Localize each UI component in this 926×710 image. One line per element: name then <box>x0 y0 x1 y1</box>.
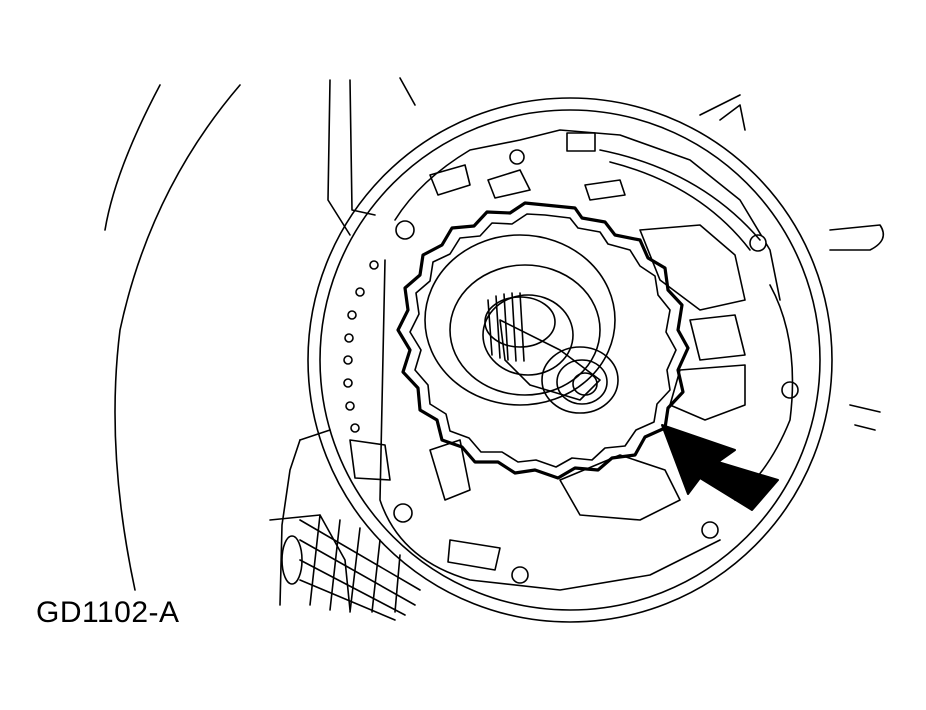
housing-outline <box>104 77 885 611</box>
passage-pockets <box>349 132 794 571</box>
gear-ring <box>396 201 690 480</box>
pointer-arrow <box>661 424 779 511</box>
figure-id-label: GD1102-A <box>36 596 180 629</box>
pump-housing <box>307 97 833 623</box>
stator-shaft <box>424 234 619 414</box>
bolt-holes <box>343 149 799 584</box>
lattice-grid <box>281 514 421 621</box>
